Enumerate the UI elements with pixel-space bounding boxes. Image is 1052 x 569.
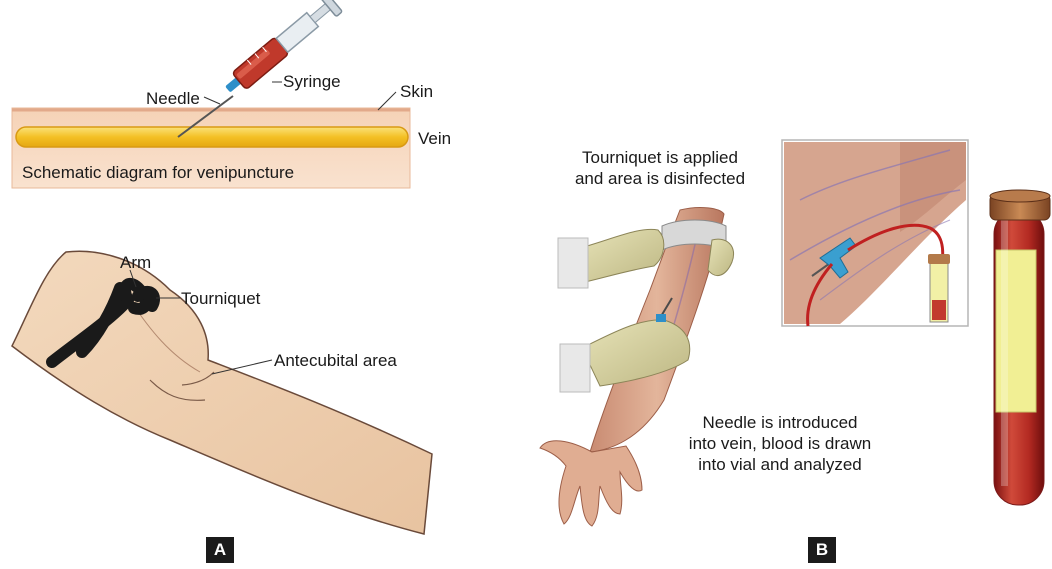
sleeve-lower xyxy=(560,344,590,392)
schematic-diagram: Schematic diagram for venipuncture Needl… xyxy=(12,0,451,188)
panel-b-illustration: Tourniquet is applied and area is disinf… xyxy=(540,140,1050,526)
glove-lower xyxy=(582,320,690,386)
vein-tube xyxy=(16,127,408,147)
caption-bottom-line-2: into vein, blood is drawn xyxy=(689,434,871,453)
panel-a-badge: A xyxy=(206,537,234,563)
panel-b-badge: B xyxy=(808,537,836,563)
glove-upper-right xyxy=(708,239,734,275)
blood-collection-tube xyxy=(990,190,1050,505)
glove-upper xyxy=(580,229,664,282)
caption-top-line-1: Tourniquet is applied xyxy=(582,148,738,167)
syringe-label: Syringe xyxy=(283,72,341,91)
needle-hub-b xyxy=(656,314,666,322)
skin-leader xyxy=(378,92,396,110)
antecubital-label: Antecubital area xyxy=(274,351,397,370)
needle-label: Needle xyxy=(146,89,200,108)
vein-label: Vein xyxy=(418,129,451,148)
skin-label: Skin xyxy=(400,82,433,101)
schematic-caption: Schematic diagram for venipuncture xyxy=(22,163,294,182)
inset-closeup xyxy=(782,140,968,326)
caption-top-line-2: and area is disinfected xyxy=(575,169,745,188)
caption-bottom-line-3: into vial and analyzed xyxy=(698,455,862,474)
arm-label: Arm xyxy=(120,253,151,272)
tourniquet-label: Tourniquet xyxy=(181,289,261,308)
needle-leader xyxy=(204,97,220,104)
arm-illustration: Arm Tourniquet Antecubital area xyxy=(12,251,432,534)
patient-hand xyxy=(540,441,642,526)
caption-bottom-line-1: Needle is introduced xyxy=(703,413,858,432)
sleeve-upper xyxy=(558,238,588,288)
